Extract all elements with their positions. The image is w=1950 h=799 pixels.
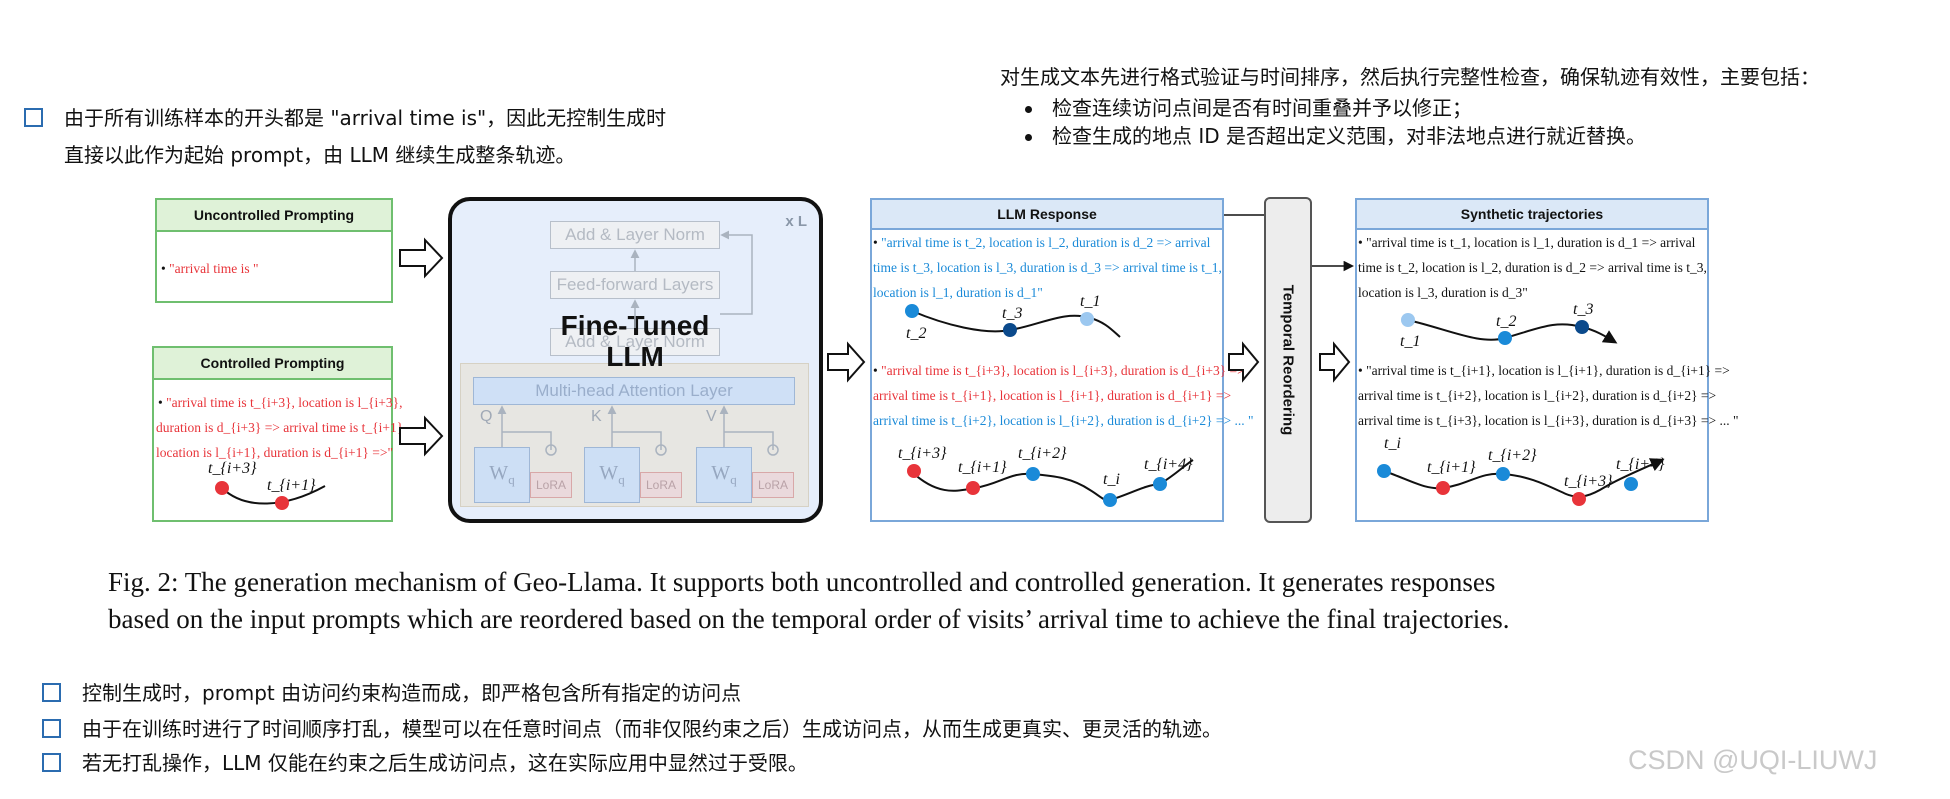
note-top-left-line2: 直接以此作为起始 prompt，由 LLM 继续生成整条轨迹。 (64, 143, 576, 167)
note-checkbox[interactable] (42, 753, 61, 772)
wq-label: Wq (599, 462, 625, 487)
uncontrolled-prompting-title: Uncontrolled Prompting (157, 200, 391, 232)
note-checkbox[interactable] (24, 108, 43, 127)
hollow-arrow-uncontrolled (399, 237, 444, 279)
controlled-prompt-line3: location is l_{i+1}, duration is d_{i+1}… (156, 445, 393, 460)
synthetic-a-line1: • "arrival time is t_1, location is l_1,… (1358, 235, 1696, 250)
note-top-right-bullet2: 检查生成的地点 ID 是否超出定义范围，对非法地点进行就近替换。 (1052, 124, 1647, 148)
response-a-line3: location is l_1, duration is d_1" (873, 285, 1043, 300)
bullet-dot (1025, 106, 1032, 113)
bullet-dot (1025, 134, 1032, 141)
lora-block-3: LoRA (752, 472, 794, 498)
hollow-arrow-to-synthetic (1319, 341, 1351, 383)
q-label: Q (480, 408, 493, 425)
wq-block-3: Wq (696, 447, 752, 503)
multi-head-attention-layer: Multi-head Attention Layer (473, 377, 795, 405)
feed-forward-layers: Feed-forward Layers (550, 271, 720, 299)
temporal-reordering-label: Temporal Reordering (1279, 284, 1297, 436)
figure-caption-line2: based on the input prompts which are reo… (108, 604, 1510, 634)
wq-block-1: Wq (474, 447, 530, 503)
synthetic-b-line2: arrival time is t_{i+2}, location is l_{… (1358, 388, 1717, 403)
controlled-prompting-title: Controlled Prompting (154, 348, 391, 380)
figure-caption-line1: Fig. 2: The generation mechanism of Geo-… (108, 567, 1496, 597)
hollow-arrow-to-response (827, 341, 866, 383)
watermark: CSDN @UQI-LIUWJ (1628, 745, 1878, 775)
llm-response-title: LLM Response (872, 200, 1222, 230)
note-checkbox[interactable] (42, 719, 61, 738)
add-layer-norm-top: Add & Layer Norm (550, 221, 720, 249)
note-checkbox[interactable] (42, 683, 61, 702)
synthetic-trajectories-title: Synthetic trajectories (1357, 200, 1707, 230)
layer-repeat-label: x L (785, 213, 807, 230)
fine-tuned-llm-title: Fine-Tuned LLM (470, 310, 800, 372)
wq-block-2: Wq (584, 447, 640, 503)
lora-block-1: LoRA (530, 472, 572, 498)
temporal-reordering-block: Temporal Reordering (1264, 197, 1312, 523)
llm-title-line2: LLM (606, 341, 664, 372)
note-bottom3: 若无打乱操作，LLM 仅能在约束之后生成访问点，这在实际应用中显然过于受限。 (82, 751, 808, 775)
uncontrolled-prompt-text: • "arrival time is " (161, 261, 259, 276)
response-b-line2: arrival time is t_{i+1}, location is l_{… (873, 388, 1232, 403)
controlled-prompting-panel: Controlled Prompting • "arrival time is … (152, 346, 407, 522)
response-b-line3: arrival time is t_{i+2}, location is l_{… (873, 413, 1254, 428)
k-label: K (591, 408, 602, 425)
uncontrolled-prompt-value: "arrival time is " (169, 261, 259, 276)
add-layer-norm-mid: Add & Layer Norm (550, 328, 720, 356)
note-bottom2: 由于在训练时进行了时间顺序打乱，模型可以在任意时间点（而非仅限约束之后）生成访问… (82, 717, 1222, 741)
response-a-line1: • "arrival time is t_2, location is l_2,… (873, 235, 1211, 250)
lora-block-2: LoRA (640, 472, 682, 498)
wq-label: Wq (711, 462, 737, 487)
llm-title-line1: Fine-Tuned (560, 310, 710, 341)
note-top-left-line1: 由于所有训练样本的开头都是 "arrival time is"，因此无控制生成时 (64, 106, 667, 130)
response-a-line2: time is t_3, location is l_3, duration i… (873, 260, 1222, 275)
synthetic-a-line2: time is t_2, location is l_2, duration i… (1358, 260, 1707, 275)
v-label: V (706, 408, 717, 425)
note-top-right-intro: 对生成文本先进行格式验证与时间排序，然后执行完整性检查，确保轨迹有效性，主要包括… (1000, 65, 1820, 89)
note-top-right-bullet1: 检查连续访问点间是否有时间重叠并予以修正； (1052, 96, 1472, 120)
synthetic-b-line3: arrival time is t_{i+3}, location is l_{… (1358, 413, 1739, 428)
wq-label: Wq (489, 462, 515, 487)
uncontrolled-prompting-panel: Uncontrolled Prompting • "arrival time i… (155, 198, 393, 303)
note-bottom1: 控制生成时，prompt 由访问约束构造而成，即严格包含所有指定的访问点 (82, 681, 742, 705)
response-b-line1: • "arrival time is t_{i+3}, location is … (873, 363, 1245, 378)
synthetic-b-line1: • "arrival time is t_{i+1}, location is … (1358, 363, 1730, 378)
controlled-prompt-line1: • "arrival time is t_{i+3}, location is … (158, 395, 403, 410)
synthetic-a-line3: location is l_3, duration is d_3" (1358, 285, 1528, 300)
controlled-prompt-line2: duration is d_{i+3} => arrival time is t… (156, 420, 407, 435)
